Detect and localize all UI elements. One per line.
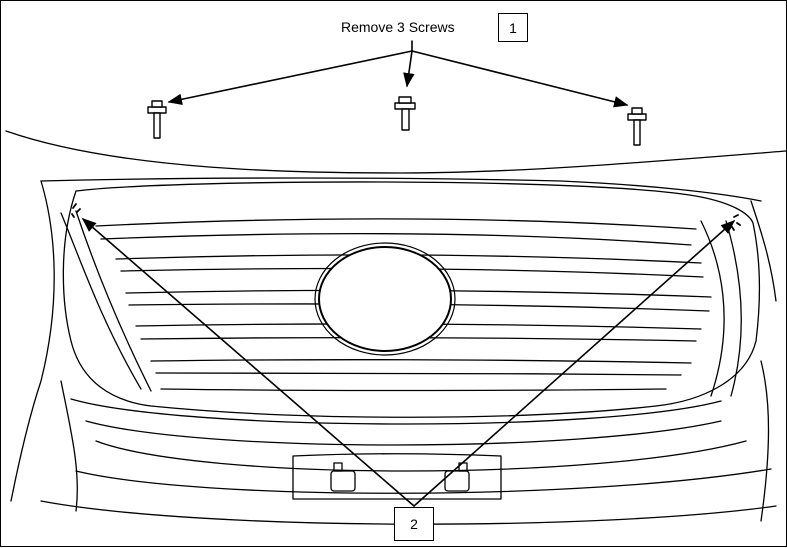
license-plate-mount — [292, 453, 502, 500]
lower-bumper-left-edge — [60, 380, 78, 512]
lower-bumper-right-edge — [760, 360, 770, 522]
arrow-to-right-clip — [413, 220, 736, 507]
callout-marker-1: 1 — [498, 13, 528, 42]
hood-outline — [5, 130, 787, 174]
grille-slat-1b — [100, 232, 692, 246]
arrow-to-screw-center — [403, 50, 415, 88]
arrow-to-left-clip — [81, 218, 415, 507]
right-fender-inner — [725, 220, 742, 397]
lower-bumper-air-intake — [95, 440, 747, 472]
left-fender-inner — [60, 212, 142, 390]
arrow-to-screw-left — [167, 50, 413, 105]
lower-bumper-upper — [70, 398, 722, 425]
hood-lower-line — [40, 177, 762, 202]
right-fender-line — [750, 200, 777, 302]
center-emblem — [318, 246, 452, 352]
left-fender-line — [10, 180, 55, 502]
center-emblem-rim — [314, 242, 456, 356]
tow-hook-cover-left-tab — [333, 462, 343, 472]
arrow-to-screw-right — [411, 50, 629, 108]
remove-screws-label: Remove 3 Screws — [341, 19, 455, 35]
left-surround-edge — [75, 210, 152, 392]
grille-slat-1 — [95, 218, 697, 230]
tow-hook-cover-right — [444, 470, 470, 492]
lower-bumper-mid — [85, 420, 722, 446]
grille-slat-6 — [160, 388, 667, 392]
tow-hook-cover-left — [330, 470, 356, 492]
left-clip-mark — [71, 203, 81, 218]
grille-surround — [62, 181, 761, 418]
screw-center — [394, 96, 416, 131]
screw-right — [627, 107, 647, 146]
grille-slat-5 — [150, 359, 692, 364]
screw-left — [147, 100, 167, 139]
grille-slat-5b — [155, 372, 682, 376]
right-surround-edge — [700, 220, 725, 397]
callout-marker-2: 2 — [394, 507, 434, 541]
lower-bumper-bottom — [75, 468, 772, 494]
